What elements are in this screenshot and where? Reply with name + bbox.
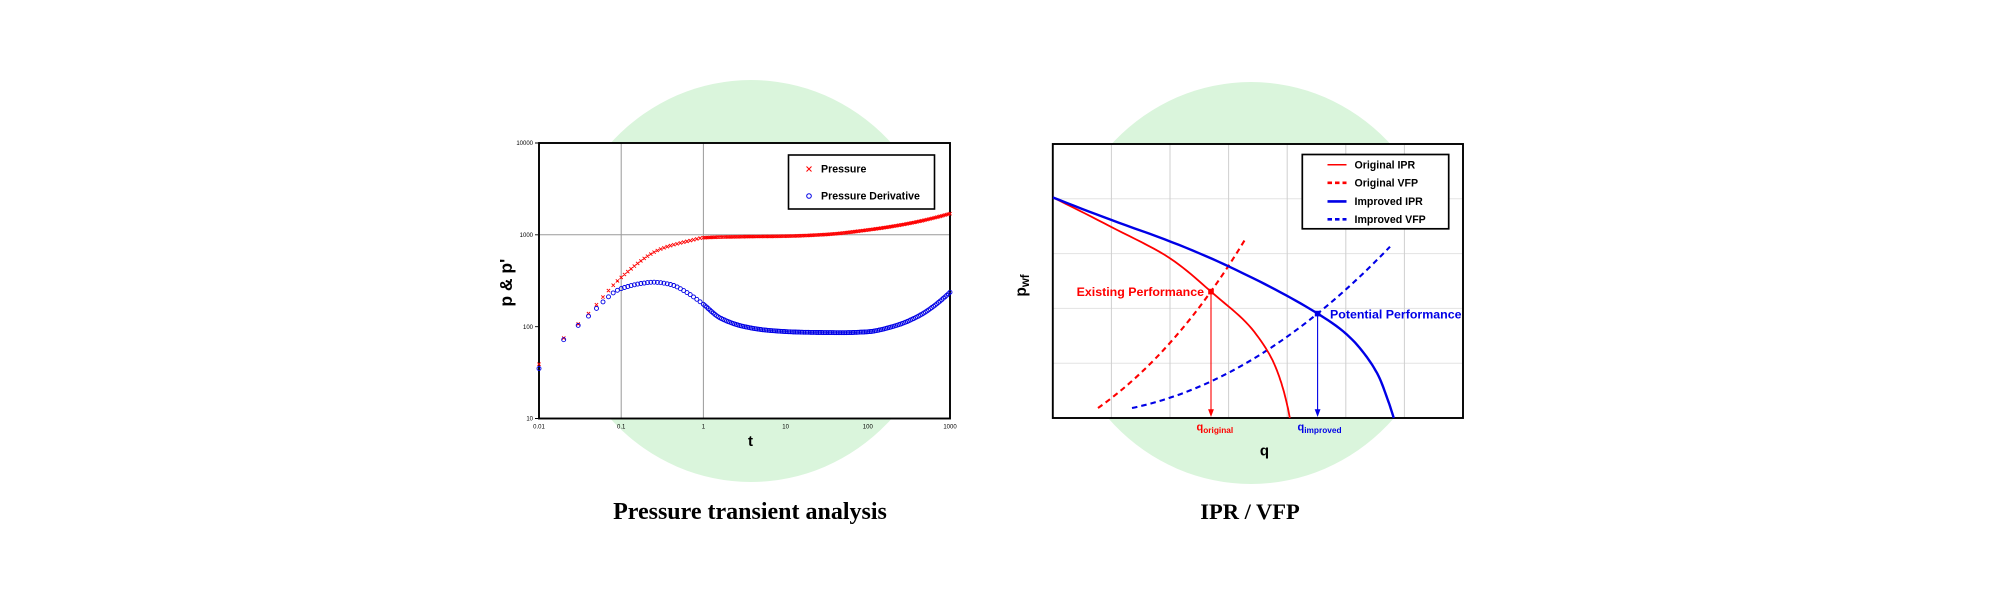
svg-text:1000: 1000 bbox=[520, 233, 534, 239]
svg-text:100: 100 bbox=[523, 325, 534, 331]
svg-text:Original IPR: Original IPR bbox=[1355, 160, 1416, 172]
svg-text:10: 10 bbox=[782, 425, 789, 431]
svg-text:Improved IPR: Improved IPR bbox=[1355, 196, 1424, 208]
svg-text:100: 100 bbox=[863, 425, 874, 431]
svg-text:qoriginal: qoriginal bbox=[1197, 422, 1234, 436]
svg-text:Original VFP: Original VFP bbox=[1355, 178, 1419, 190]
svg-text:1: 1 bbox=[702, 425, 706, 431]
svg-text:1000: 1000 bbox=[943, 425, 957, 431]
svg-text:10000: 10000 bbox=[516, 141, 533, 147]
svg-text:IPR / VFP: IPR / VFP bbox=[1200, 499, 1300, 524]
svg-text:Pressure: Pressure bbox=[821, 164, 866, 176]
svg-text:Potential Performance: Potential Performance bbox=[1330, 307, 1462, 321]
svg-text:qimproved: qimproved bbox=[1298, 422, 1342, 436]
svg-text:10: 10 bbox=[526, 417, 533, 423]
svg-text:t: t bbox=[748, 433, 753, 450]
svg-text:0.01: 0.01 bbox=[533, 425, 545, 431]
svg-text:Pressure Derivative: Pressure Derivative bbox=[821, 191, 920, 203]
svg-text:p & p': p & p' bbox=[496, 259, 516, 307]
svg-text:Improved VFP: Improved VFP bbox=[1355, 214, 1426, 226]
svg-text:Existing Performance: Existing Performance bbox=[1077, 285, 1205, 299]
svg-text:q: q bbox=[1260, 443, 1269, 460]
svg-text:0.1: 0.1 bbox=[617, 425, 626, 431]
svg-text:Pressure transient analysis: Pressure transient analysis bbox=[613, 499, 887, 525]
